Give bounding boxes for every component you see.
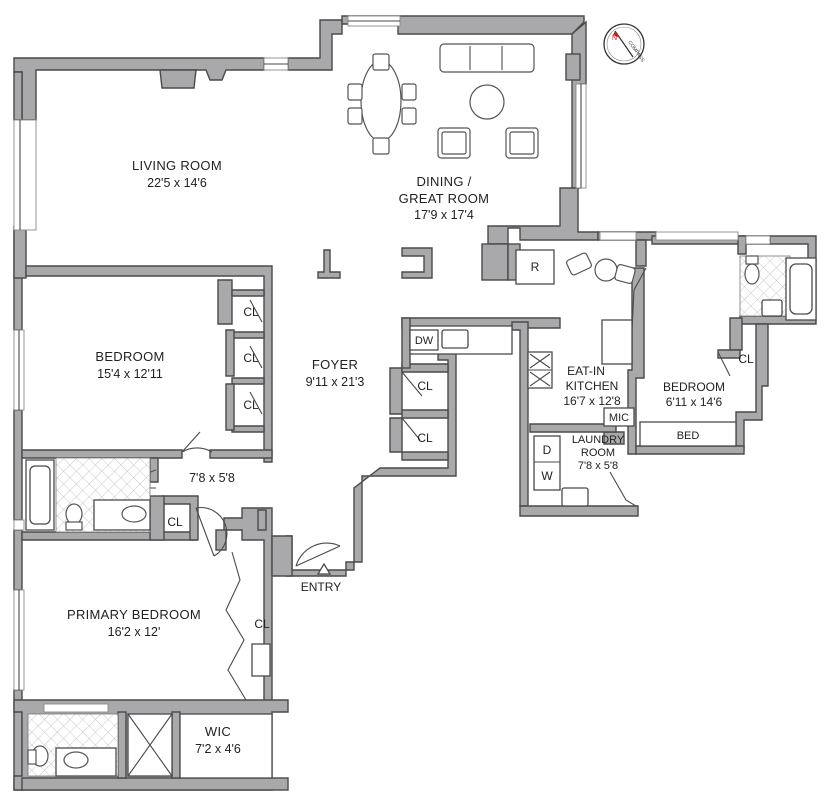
laundry-dim: 7'8 x 5'8	[578, 460, 618, 472]
dishwasher-label: DW	[415, 335, 434, 347]
wic-dim: 7'2 x 4'6	[195, 742, 241, 756]
closet-label: CL	[167, 515, 183, 529]
microwave-label: MIC	[609, 412, 629, 424]
primary-bedroom-dim: 16'2 x 12'	[108, 625, 161, 639]
laundry-name-2: ROOM	[581, 447, 615, 459]
dining-room-name-1: DINING /	[416, 174, 471, 189]
closet-label: CL	[243, 351, 259, 365]
refrigerator-label: R	[531, 260, 540, 274]
foyer-name: FOYER	[312, 357, 358, 372]
primary-bedroom-name: PRIMARY BEDROOM	[67, 607, 201, 622]
foyer-dim: 9'11 x 21'3	[306, 375, 365, 389]
compass: N COMPASS	[603, 23, 646, 65]
closet-label: CL	[417, 431, 433, 445]
bedroom2-bed	[639, 421, 737, 447]
wic-name: WIC	[205, 724, 231, 739]
bedroom-1-name: BEDROOM	[95, 349, 164, 364]
compass-north-label: N	[612, 35, 617, 42]
closet-label: CL	[243, 398, 259, 412]
dining-table-set	[347, 53, 417, 155]
sofa-set	[437, 43, 539, 159]
kitchen-fixtures	[409, 249, 636, 507]
bedroom-2-dim: 6'11 x 14'6	[666, 395, 723, 409]
living-room-dim: 22'5 x 14'6	[147, 176, 207, 190]
bedroom-2-name: BEDROOM	[663, 380, 725, 394]
windows	[13, 15, 771, 713]
room-labels: LIVING ROOM 22'5 x 14'6 DINING / GREAT R…	[67, 158, 725, 756]
closet-label: CL	[417, 379, 433, 393]
fixture-labels: CL CL CL CL CL CL CL CL DW R MIC BED D W…	[167, 260, 754, 631]
closet-label: CL	[254, 617, 270, 631]
bath-1	[25, 457, 151, 533]
kitchen-name-2: KITCHEN	[566, 379, 619, 393]
closet-label: CL	[738, 352, 754, 366]
laundry-name-1: LAUNDRY	[572, 434, 625, 446]
dining-room-name-2: GREAT ROOM	[399, 191, 490, 206]
kitchen-dim: 16'7 x 12'8	[563, 394, 621, 408]
kitchen-name-1: EAT-IN	[567, 364, 605, 378]
living-room-name: LIVING ROOM	[132, 158, 222, 173]
hall-dim: 7'8 x 5'8	[189, 471, 235, 485]
closet-label: CL	[243, 305, 259, 319]
bath-2	[739, 255, 817, 321]
primary-bath	[27, 643, 273, 779]
dining-room-dim: 17'9 x 17'4	[414, 208, 474, 222]
bed-label: BED	[677, 430, 700, 442]
doors	[141, 267, 757, 701]
entry-label: ENTRY	[301, 580, 341, 594]
washer-label: W	[541, 469, 553, 483]
entry-marker	[316, 562, 332, 575]
bedroom-1-dim: 15'4 x 12'11	[97, 367, 163, 381]
dryer-label: D	[543, 443, 552, 457]
